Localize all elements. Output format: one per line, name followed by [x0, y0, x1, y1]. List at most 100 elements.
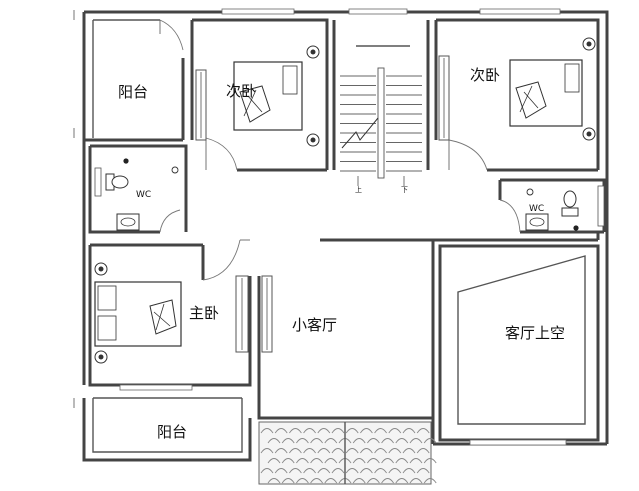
- room-label-master-bedroom: 主卧: [189, 304, 219, 322]
- room-label-wc-right: WC: [529, 204, 544, 214]
- roof-tile: [303, 468, 316, 474]
- roof-tile: [409, 478, 423, 484]
- roof-tile: [409, 458, 423, 464]
- roof-tile: [345, 428, 359, 434]
- room-label-wc-left: WC: [136, 190, 151, 200]
- roof-tile: [296, 438, 309, 444]
- living-room-void: [438, 244, 600, 446]
- stair-treads: [340, 75, 422, 172]
- roof-tile: [317, 468, 331, 474]
- roof-tile: [374, 428, 387, 434]
- roof-tile: [374, 468, 387, 474]
- roof-tile: [416, 428, 430, 434]
- roof-tile: [274, 448, 288, 454]
- roof-tile: [360, 448, 373, 454]
- roof-tile: [416, 448, 430, 454]
- bed-icon: [94, 281, 182, 347]
- roof-tile: [281, 478, 295, 484]
- roof-tile: [423, 438, 437, 444]
- roof-tile: [296, 478, 309, 484]
- toilet-icon: [105, 173, 129, 191]
- stair-down-label: 下: [401, 186, 408, 194]
- roof-tile: [360, 428, 373, 434]
- roof-tile: [324, 438, 338, 444]
- roof-tile: [345, 468, 359, 474]
- roof-tile: [395, 458, 409, 464]
- toilet-icon: [561, 190, 579, 217]
- room-label-balcony-top: 阳台: [118, 83, 148, 101]
- roof-tile: [381, 478, 394, 484]
- roof-tile: [281, 458, 295, 464]
- room-label-living-void: 客厅上空: [505, 324, 565, 342]
- small-living-room: [257, 240, 435, 444]
- room-label-balcony-bottom: 阳台: [157, 423, 187, 441]
- roof-tile: [423, 458, 437, 464]
- roof-tile: [303, 448, 316, 454]
- roof-tile: [267, 458, 281, 464]
- roof-tile: [260, 468, 274, 474]
- sink-icon: [116, 213, 140, 231]
- roof-tile: [352, 478, 366, 484]
- room-label-bedroom-right: 次卧: [470, 66, 500, 84]
- roof-tile: [395, 478, 409, 484]
- roof-tiles: [258, 421, 437, 485]
- roof-tile: [388, 468, 402, 474]
- roof-tile: [324, 458, 338, 464]
- roof-tile: [402, 448, 416, 454]
- roof-tile: [317, 448, 331, 454]
- roof-tile: [260, 448, 274, 454]
- roof-tile: [395, 438, 409, 444]
- roof-tile: [360, 468, 373, 474]
- roof-tile: [416, 468, 430, 474]
- roof-tile: [260, 428, 274, 434]
- room-label-bedroom-left: 次卧: [226, 82, 256, 100]
- wc-right: [498, 178, 606, 234]
- roof-tile: [367, 458, 380, 464]
- roof-tile: [381, 438, 394, 444]
- roof-tile: [409, 438, 423, 444]
- roof-tile: [331, 428, 345, 434]
- top-windows: [221, 8, 561, 15]
- roof-tile: [381, 458, 394, 464]
- corridor-walls: [320, 232, 600, 242]
- roof-tile: [296, 458, 309, 464]
- roof-tile: [274, 428, 288, 434]
- roof-tile: [289, 468, 302, 474]
- roof-tile: [352, 458, 366, 464]
- roof-tile: [331, 468, 345, 474]
- bed-icon: [509, 59, 583, 127]
- roof-tile: [310, 458, 323, 464]
- roof-tile: [423, 478, 437, 484]
- stairwell: [332, 20, 430, 186]
- room-label-small-living: 小客厅: [292, 316, 337, 334]
- roof-tile: [324, 478, 338, 484]
- roof-tile: [402, 468, 416, 474]
- roof-tile: [281, 438, 295, 444]
- master-bedroom: [88, 239, 252, 387]
- roof-tile: [310, 478, 323, 484]
- stair-up-label: 上: [355, 185, 362, 194]
- balcony-top-left: [84, 19, 185, 142]
- roof-tile: [310, 438, 323, 444]
- bed-icon: [233, 61, 303, 131]
- bedroom-left: [190, 18, 329, 172]
- bedroom-right: [434, 18, 600, 172]
- roof-tile: [267, 478, 281, 484]
- balcony-bottom-left: [92, 384, 243, 453]
- roof-tile: [331, 448, 345, 454]
- roof-tile: [289, 448, 302, 454]
- roof-tile: [289, 428, 302, 434]
- roof-tile: [367, 438, 380, 444]
- roof-tile: [388, 428, 402, 434]
- roof-tile: [274, 468, 288, 474]
- roof-tile: [388, 448, 402, 454]
- roof-tile: [402, 428, 416, 434]
- wc-left: [88, 144, 188, 234]
- roof-tile: [267, 438, 281, 444]
- roof-tile: [345, 448, 359, 454]
- roof-tile: [317, 428, 331, 434]
- roof-tile: [374, 448, 387, 454]
- roof-tile: [303, 428, 316, 434]
- roof-tile: [352, 438, 366, 444]
